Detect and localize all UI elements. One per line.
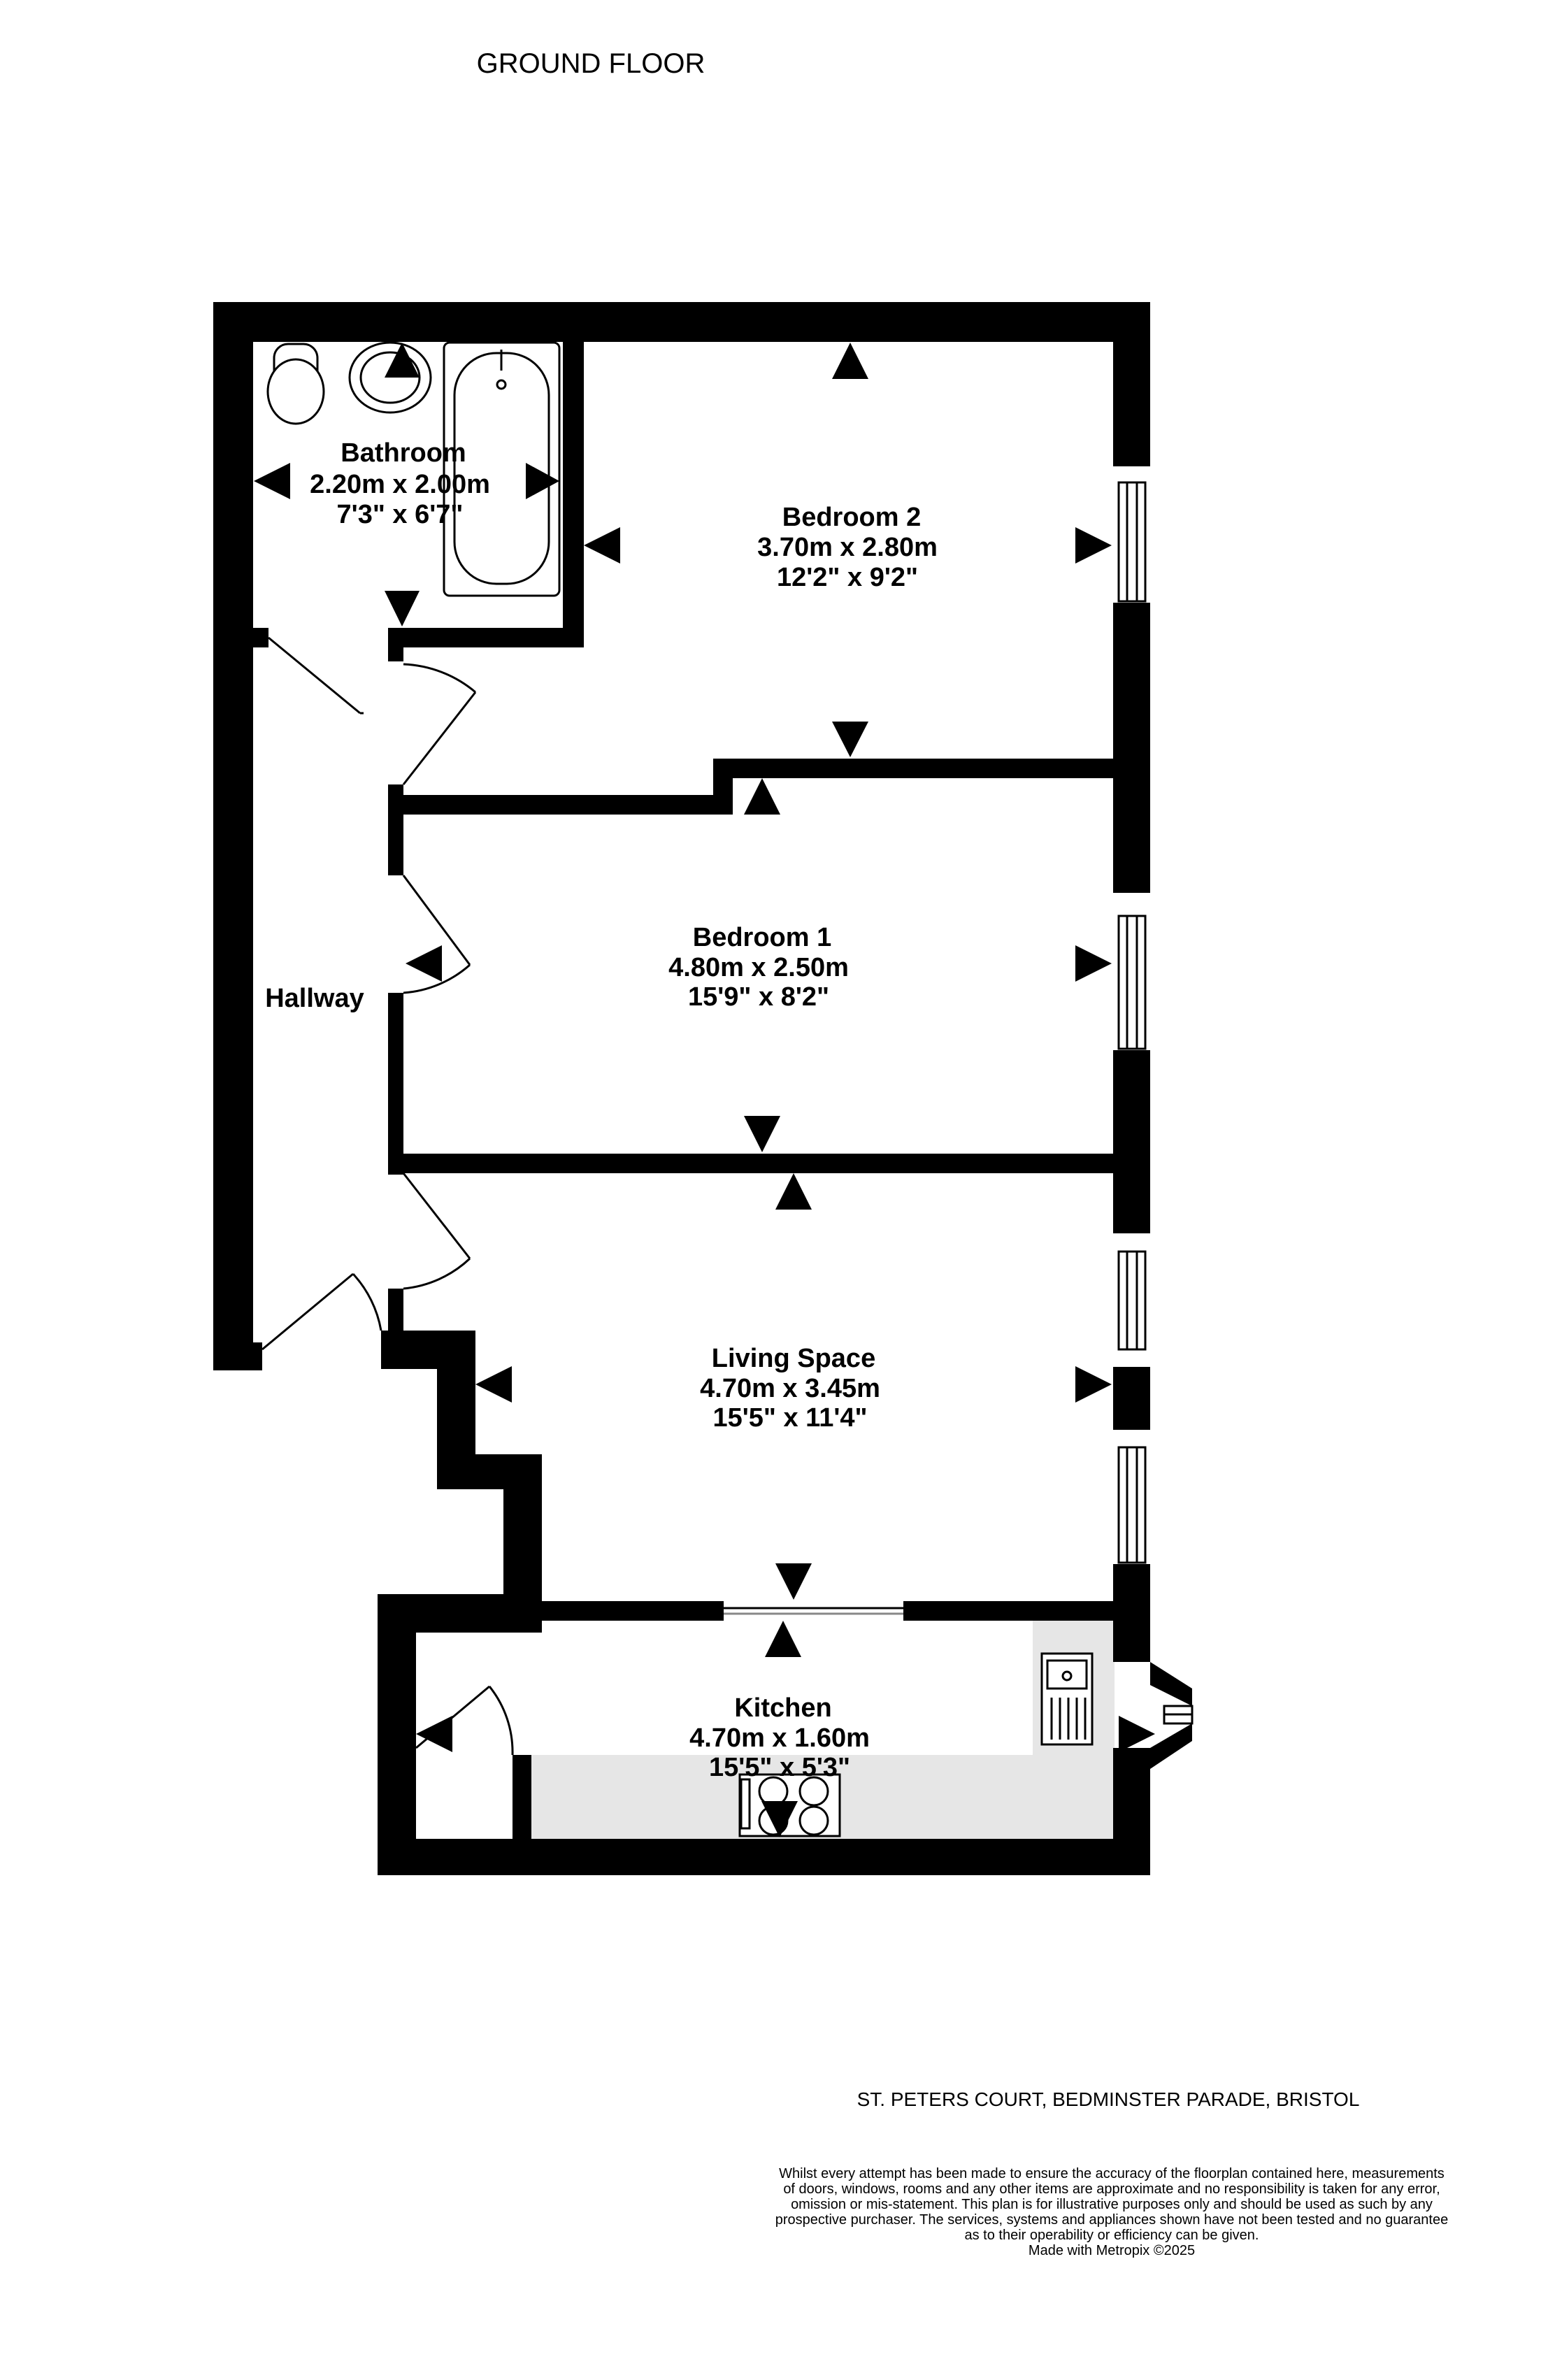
windows (1117, 481, 1194, 1769)
room-metric: 4.70m x 1.60m (689, 1723, 870, 1753)
room-name: Bathroom (341, 438, 466, 468)
window-bedroom-1 (1117, 915, 1147, 1050)
room-metric: 4.70m x 3.45m (700, 1374, 880, 1403)
room-name: Living Space (712, 1344, 875, 1373)
doors (261, 636, 514, 1756)
room-imperial: 12'2" x 9'2" (777, 563, 918, 592)
room-label-bedroom-2: Bedroom 2 3.70m x 2.80m 12'2" x 9'2" (757, 503, 938, 592)
sliding-door (724, 1607, 903, 1615)
walls (213, 302, 1150, 1875)
room-label-bathroom: Bathroom 2.20m x 2.00m 7'3" x 6'7" (310, 438, 490, 529)
toilet-bowl (266, 358, 325, 425)
address: ST. PETERS COURT, BEDMINSTER PARADE, BRI… (857, 2088, 1360, 2110)
room-label-kitchen: Kitchen 4.70m x 1.60m 15'5" x 5'3" (689, 1693, 870, 1782)
floor-title: GROUND FLOOR (477, 48, 705, 79)
room-imperial: 15'5" x 11'4" (712, 1403, 867, 1433)
room-metric: 3.70m x 2.80m (757, 533, 938, 562)
disclaimer-line: Made with Metropix ©2025 (1029, 2243, 1195, 2258)
room-label-hallway: Hallway (265, 984, 364, 1013)
disclaimer-line: omission or mis-statement. This plan is … (791, 2197, 1433, 2212)
room-metric: 4.80m x 2.50m (668, 953, 849, 982)
window-bedroom-2 (1117, 481, 1147, 603)
room-imperial: 15'9" x 8'2" (688, 982, 829, 1012)
room-name: Hallway (265, 984, 364, 1013)
bathroom-fixtures (266, 341, 561, 597)
room-name: Bedroom 1 (693, 923, 831, 952)
room-imperial: 15'5" x 5'3" (709, 1753, 850, 1782)
window-living-1 (1117, 1250, 1147, 1351)
disclaimer-line: Whilst every attempt has been made to en… (779, 2166, 1445, 2181)
disclaimer-line: prospective purchaser. The services, sys… (775, 2212, 1448, 2228)
measurement-arrows (254, 343, 1155, 1837)
room-name: Bedroom 2 (782, 503, 921, 532)
room-name: Kitchen (734, 1693, 831, 1723)
disclaimer-line: of doors, windows, rooms and any other i… (783, 2181, 1440, 2197)
room-label-bedroom-1: Bedroom 1 4.80m x 2.50m 15'9" x 8'2" (668, 923, 849, 1012)
room-imperial: 7'3" x 6'7" (337, 500, 464, 529)
room-metric: 2.20m x 2.00m (310, 470, 490, 499)
window-living-2 (1117, 1446, 1147, 1564)
disclaimer: Whilst every attempt has been made to en… (775, 2166, 1448, 2258)
room-label-living-space: Living Space 4.70m x 3.45m 15'5" x 11'4" (700, 1344, 880, 1433)
disclaimer-line: as to their operability or efficiency ca… (965, 2228, 1259, 2243)
